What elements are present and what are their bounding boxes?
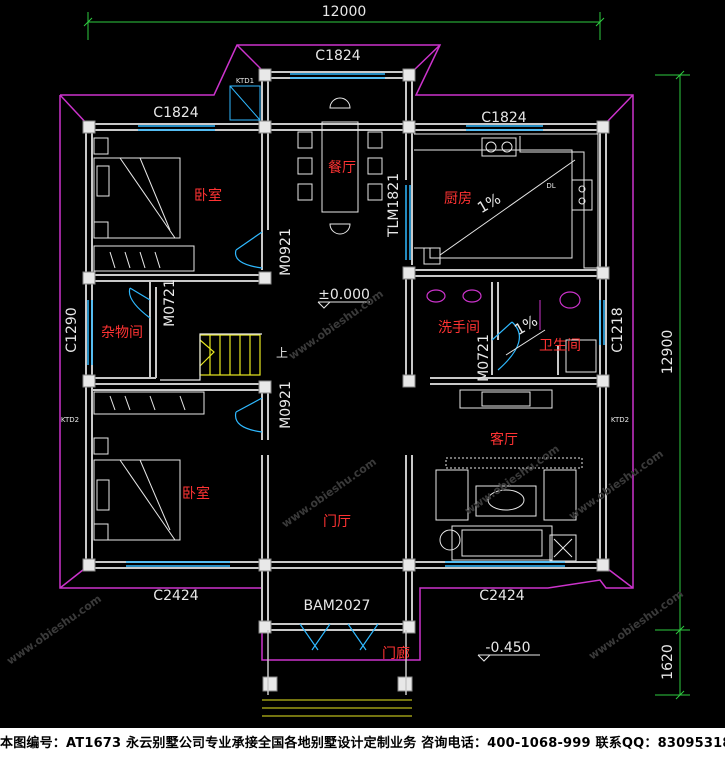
- slope-bathroom: 1%: [511, 312, 541, 339]
- ac-tags: [229, 85, 261, 121]
- window-label-right-bath: C1218: [610, 307, 626, 352]
- door-label-washroom: M0721: [476, 334, 492, 382]
- room-foyer: 门厅: [323, 514, 351, 530]
- ac-tag-right: KTD2: [611, 416, 629, 424]
- ac-tag-top: KTD1: [236, 77, 254, 85]
- walls: [85, 71, 607, 631]
- door-label-entry: BAM2027: [304, 598, 371, 614]
- stairs: [199, 334, 261, 376]
- window-label-bottom-left: C2424: [153, 588, 198, 604]
- door-label-bedroom-lower: M0921: [278, 381, 294, 429]
- stair-up-label: 上: [276, 346, 288, 360]
- columns: [82, 68, 610, 692]
- kitchen-counter: [414, 133, 599, 269]
- dim-top-total: 12000: [322, 4, 367, 20]
- bath-fixtures: [505, 300, 597, 373]
- window-label-bottom-right: C2424: [479, 588, 524, 604]
- roof-hip-tl: [59, 94, 89, 126]
- level-porch: -0.450: [485, 640, 530, 656]
- room-storage: 杂物间: [101, 325, 143, 341]
- window-label-top-right: C1824: [481, 110, 526, 126]
- level-main: ±0.000: [318, 287, 370, 303]
- floor-plan: 12000 12900 1620: [4, 4, 690, 717]
- door-label-storage: M0721: [162, 279, 178, 327]
- level-marker-porch: [477, 654, 540, 662]
- watermark-3: www.obieshu.com: [566, 447, 666, 522]
- window-label-kitchen-door: TLM1821: [386, 173, 402, 238]
- watermark-4: www.obieshu.com: [4, 592, 104, 667]
- room-kitchen: 厨房: [444, 191, 472, 207]
- bed-lower: [93, 391, 205, 541]
- room-porch: 门廊: [382, 645, 410, 662]
- porch-steps: [262, 699, 412, 717]
- door-label-bedroom-upper: M0921: [278, 228, 294, 276]
- windows: [87, 73, 605, 567]
- roof-hip-tc-l: [236, 44, 265, 73]
- roof-hip-tr: [603, 94, 634, 126]
- window-label-top-left: C1824: [153, 105, 198, 121]
- footer-info: 本图编号：AT1673 永云别墅公司专业承接全国各地别墅设计定制业务 咨询电话：…: [0, 728, 725, 760]
- drain-label: DL: [546, 182, 555, 190]
- porch-walls: [267, 630, 407, 695]
- room-bedroom-lower: 卧室: [182, 485, 210, 502]
- dim-right-main: 12900: [660, 330, 676, 375]
- door-swings: [128, 231, 520, 651]
- room-bedroom-upper: 卧室: [194, 187, 222, 204]
- dimension-lines: [83, 12, 690, 700]
- room-bathroom: 卫生间: [539, 338, 581, 354]
- roof-hip-tc-r: [411, 44, 441, 73]
- dim-right-porch: 1620: [660, 644, 676, 680]
- window-label-top-center: C1824: [315, 48, 360, 64]
- bed-upper: [93, 137, 195, 272]
- room-dining: 餐厅: [328, 160, 356, 176]
- stair-rail: [160, 333, 262, 381]
- dining-table: [297, 97, 383, 235]
- ac-tag-left: KTD2: [61, 416, 79, 424]
- window-label-left-storage: C1290: [64, 307, 80, 352]
- level-marker-main: [317, 301, 370, 309]
- living-furniture: [435, 389, 583, 562]
- room-living: 客厅: [490, 431, 518, 448]
- room-washroom: 洗手间: [438, 320, 480, 336]
- washroom-fixtures: [426, 289, 581, 309]
- watermark-2: www.obieshu.com: [462, 442, 562, 517]
